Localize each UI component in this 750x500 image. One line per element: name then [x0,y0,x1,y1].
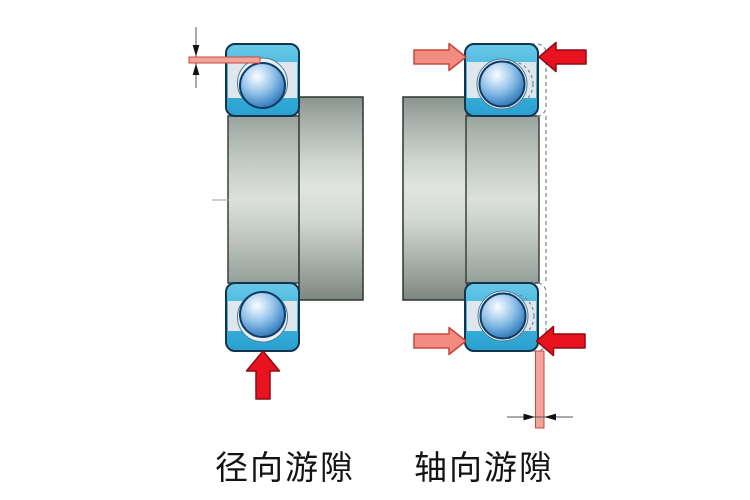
radial-clearance-bar [188,56,261,64]
axial-gap-dimension [507,350,573,429]
axial-clearance-figure [402,41,587,429]
dimension-arrow-left-icon [544,413,556,421]
axial-force-left-arrow-bottom-icon [535,325,586,357]
axial-clearance-bar [535,350,545,429]
dimension-arrow-down-icon [192,45,200,57]
shaft-shoulder [298,96,364,301]
radial-gap-dimension [188,27,261,88]
ghost-ball-top [487,60,534,108]
shaft-inner-section [465,115,540,284]
shaft-inner-section [227,115,301,284]
bearing-ball-top [478,60,526,108]
label-radial-clearance: 径向游隙 [215,451,355,487]
radial-force-up-arrow-icon [245,350,281,400]
shaft-shoulder [402,96,468,301]
axial-reaction-right-arrow-top-icon [413,42,467,72]
dimension-arrow-up-icon [192,63,200,75]
ghost-ball-bottom [488,292,535,340]
axial-reaction-right-arrow-bottom-icon [413,326,467,356]
axial-force-left-arrow-top-icon [538,41,587,73]
radial-clearance-figure [188,27,364,400]
bearing-ball-bottom [239,291,286,338]
bearing-ball-bottom [479,292,527,340]
label-axial-clearance: 轴向游隙 [414,451,554,487]
dimension-arrow-right-icon [523,413,535,421]
bearing-ball-top [239,62,286,109]
